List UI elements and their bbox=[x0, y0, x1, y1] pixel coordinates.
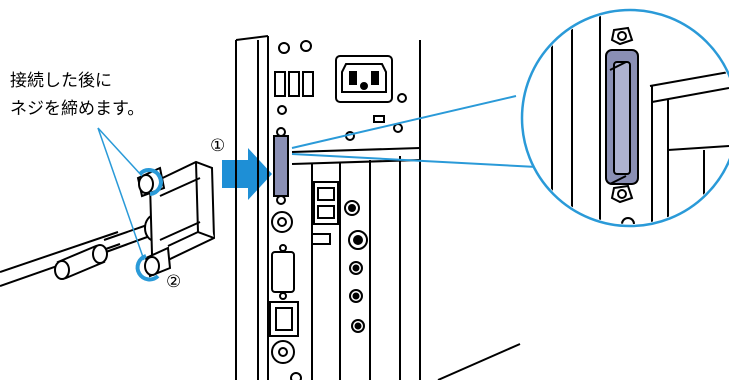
step-2-marker: ② bbox=[166, 272, 181, 292]
instruction-caption-line-1: 接続した後に bbox=[10, 66, 112, 91]
lan-port bbox=[270, 302, 298, 336]
instruction-caption-line-2: ネジを締めます。 bbox=[10, 94, 144, 119]
vga-port bbox=[272, 245, 294, 299]
insert-arrow-icon bbox=[222, 148, 272, 200]
ps2-port bbox=[272, 212, 292, 232]
modem-ports bbox=[314, 182, 338, 224]
cable-connector bbox=[0, 162, 214, 286]
power-inlet bbox=[336, 56, 392, 102]
ps2-port-bottom bbox=[272, 341, 294, 363]
step-1-marker: ① bbox=[210, 136, 225, 156]
desk-edge-line bbox=[438, 344, 520, 380]
parallel-port bbox=[274, 128, 288, 204]
av-jacks bbox=[345, 201, 367, 332]
usb-ports bbox=[275, 72, 313, 96]
pc-rear-panel bbox=[236, 36, 420, 380]
